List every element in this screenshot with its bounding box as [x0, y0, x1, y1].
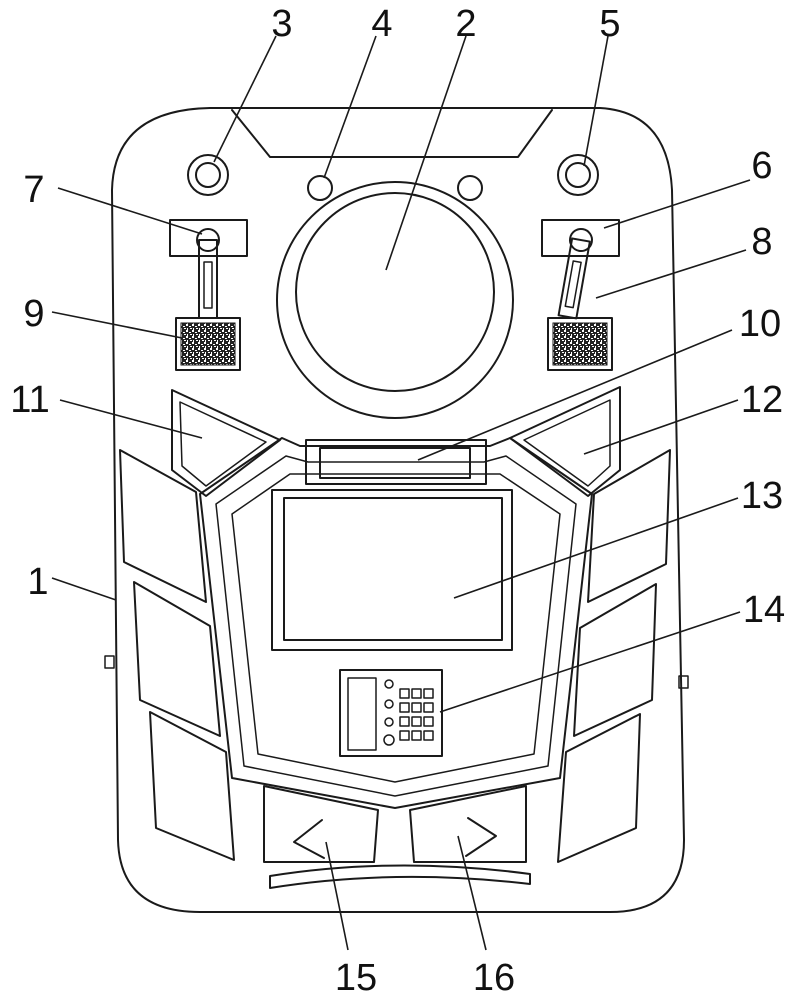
label-2: 2	[455, 3, 476, 45]
leader-lines	[51, 35, 751, 951]
top-slot-bar	[305, 439, 487, 485]
label-11: 11	[10, 379, 49, 421]
label-13: 13	[741, 475, 783, 517]
device-body	[104, 107, 689, 913]
label-1: 1	[27, 561, 48, 603]
left-arrow-key	[263, 785, 379, 863]
right-mount-assembly	[541, 219, 620, 371]
label-9: 9	[23, 293, 44, 335]
label-14: 14	[743, 589, 785, 631]
left-grip-panels	[119, 449, 235, 861]
right-arrow-key	[409, 785, 527, 863]
sensor-left	[307, 175, 333, 201]
central-frame	[199, 437, 593, 809]
label-5: 5	[599, 3, 620, 45]
reference-numerals: 3 4 2 5 6 7 8 9 10 11 12 13 14 1 15 16	[10, 3, 785, 999]
label-15: 15	[335, 957, 377, 999]
sensor-right	[457, 175, 483, 201]
indicator-light-left	[187, 154, 229, 196]
label-6: 6	[751, 145, 772, 187]
lower-swoosh	[269, 864, 531, 889]
control-panel	[339, 669, 443, 757]
left-mount-assembly	[169, 219, 248, 371]
right-grip-panels	[557, 449, 671, 863]
label-4: 4	[371, 3, 392, 45]
camera-lens	[276, 181, 514, 419]
display-screen	[271, 489, 513, 651]
control-buttons	[383, 679, 434, 746]
label-7: 7	[23, 169, 44, 211]
label-3: 3	[271, 3, 292, 45]
label-8: 8	[751, 221, 772, 263]
label-16: 16	[473, 957, 515, 999]
label-10: 10	[739, 303, 781, 345]
indicator-light-right	[557, 154, 599, 196]
left-upper-key	[171, 389, 281, 497]
label-12: 12	[741, 379, 783, 421]
right-upper-key	[509, 386, 621, 497]
